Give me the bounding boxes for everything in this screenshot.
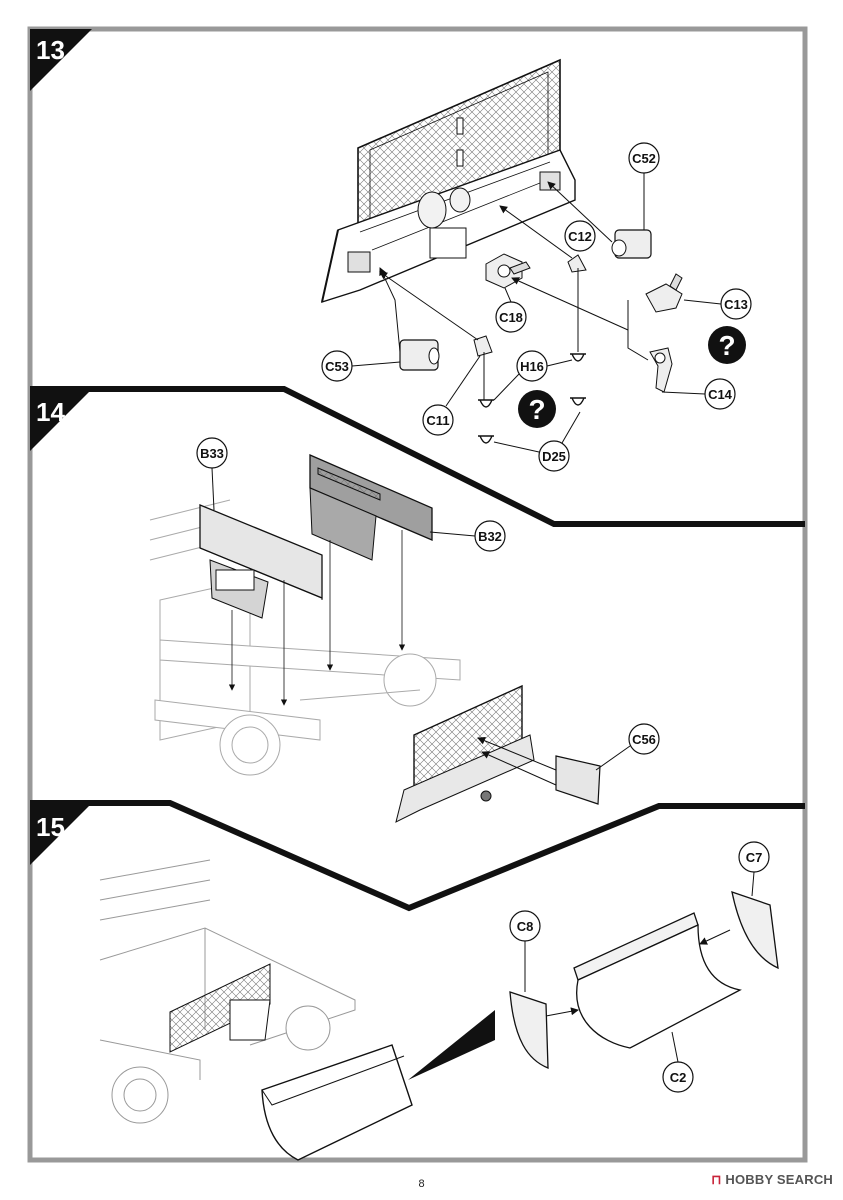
step-number-13: 13	[36, 35, 65, 65]
step-number-14: 14	[36, 397, 65, 427]
svg-text:C56: C56	[632, 732, 656, 747]
part-callout-c53: C53	[321, 350, 401, 382]
step-number-15: 15	[36, 812, 65, 842]
svg-text:C11: C11	[426, 413, 449, 428]
svg-text:C13: C13	[724, 297, 748, 312]
svg-text:C8: C8	[517, 919, 534, 934]
watermark-logo-icon: ⊓	[711, 1172, 722, 1187]
part-callout-b33: B33	[196, 437, 228, 511]
step-15-drawing: C7 C8 C2	[99, 841, 779, 1161]
page-number: 8	[418, 1178, 425, 1190]
svg-text:C18: C18	[499, 310, 523, 325]
part-callout-c12: C12	[564, 220, 596, 252]
watermark-text: HOBBY SEARCH	[725, 1172, 833, 1187]
step-badge-15: 15	[30, 803, 92, 865]
svg-text:C14: C14	[708, 387, 733, 402]
page-frame	[27, 26, 808, 1163]
part-callout-c52: C52	[628, 142, 660, 230]
step-divider-14-15	[30, 800, 805, 912]
question-mark-icon: ?	[518, 390, 556, 428]
svg-text:C7: C7	[746, 850, 763, 865]
svg-text:C12: C12	[568, 229, 592, 244]
svg-text:B32: B32	[478, 529, 502, 544]
part-callout-c14: C14	[661, 378, 736, 410]
svg-text:H16: H16	[520, 359, 544, 374]
part-callout-c56: C56	[595, 723, 660, 771]
svg-text:?: ?	[718, 330, 735, 361]
svg-text:D25: D25	[542, 449, 566, 464]
svg-text:C52: C52	[632, 151, 656, 166]
step-divider-13-14	[30, 386, 805, 527]
step-badge-14: 14	[30, 389, 92, 451]
part-callout-c2: C2	[662, 1031, 694, 1093]
part-callout-h16: H16	[493, 350, 573, 401]
part-callout-c13: C13	[683, 288, 752, 320]
question-mark-icon: ?	[708, 326, 746, 364]
step-14-drawing: B33 B32 C56	[149, 437, 660, 823]
part-callout-c7: C7	[738, 841, 770, 897]
part-callout-d25: D25	[493, 411, 581, 472]
svg-text:C2: C2	[670, 1070, 687, 1085]
svg-text:C53: C53	[325, 359, 349, 374]
watermark: ⊓ HOBBY SEARCH	[711, 1172, 833, 1188]
part-callout-c8: C8	[509, 910, 541, 992]
svg-text:?: ?	[528, 394, 545, 425]
step-13-drawing: C52 C12 C13 C18 C53 H16 C11 C14 D25 ? ?	[321, 58, 752, 472]
step-badge-13: 13	[30, 29, 92, 91]
svg-text:B33: B33	[200, 446, 224, 461]
part-callout-c11: C11	[422, 355, 481, 436]
part-callout-b32: B32	[429, 520, 506, 552]
part-callout-c18: C18	[495, 287, 527, 333]
